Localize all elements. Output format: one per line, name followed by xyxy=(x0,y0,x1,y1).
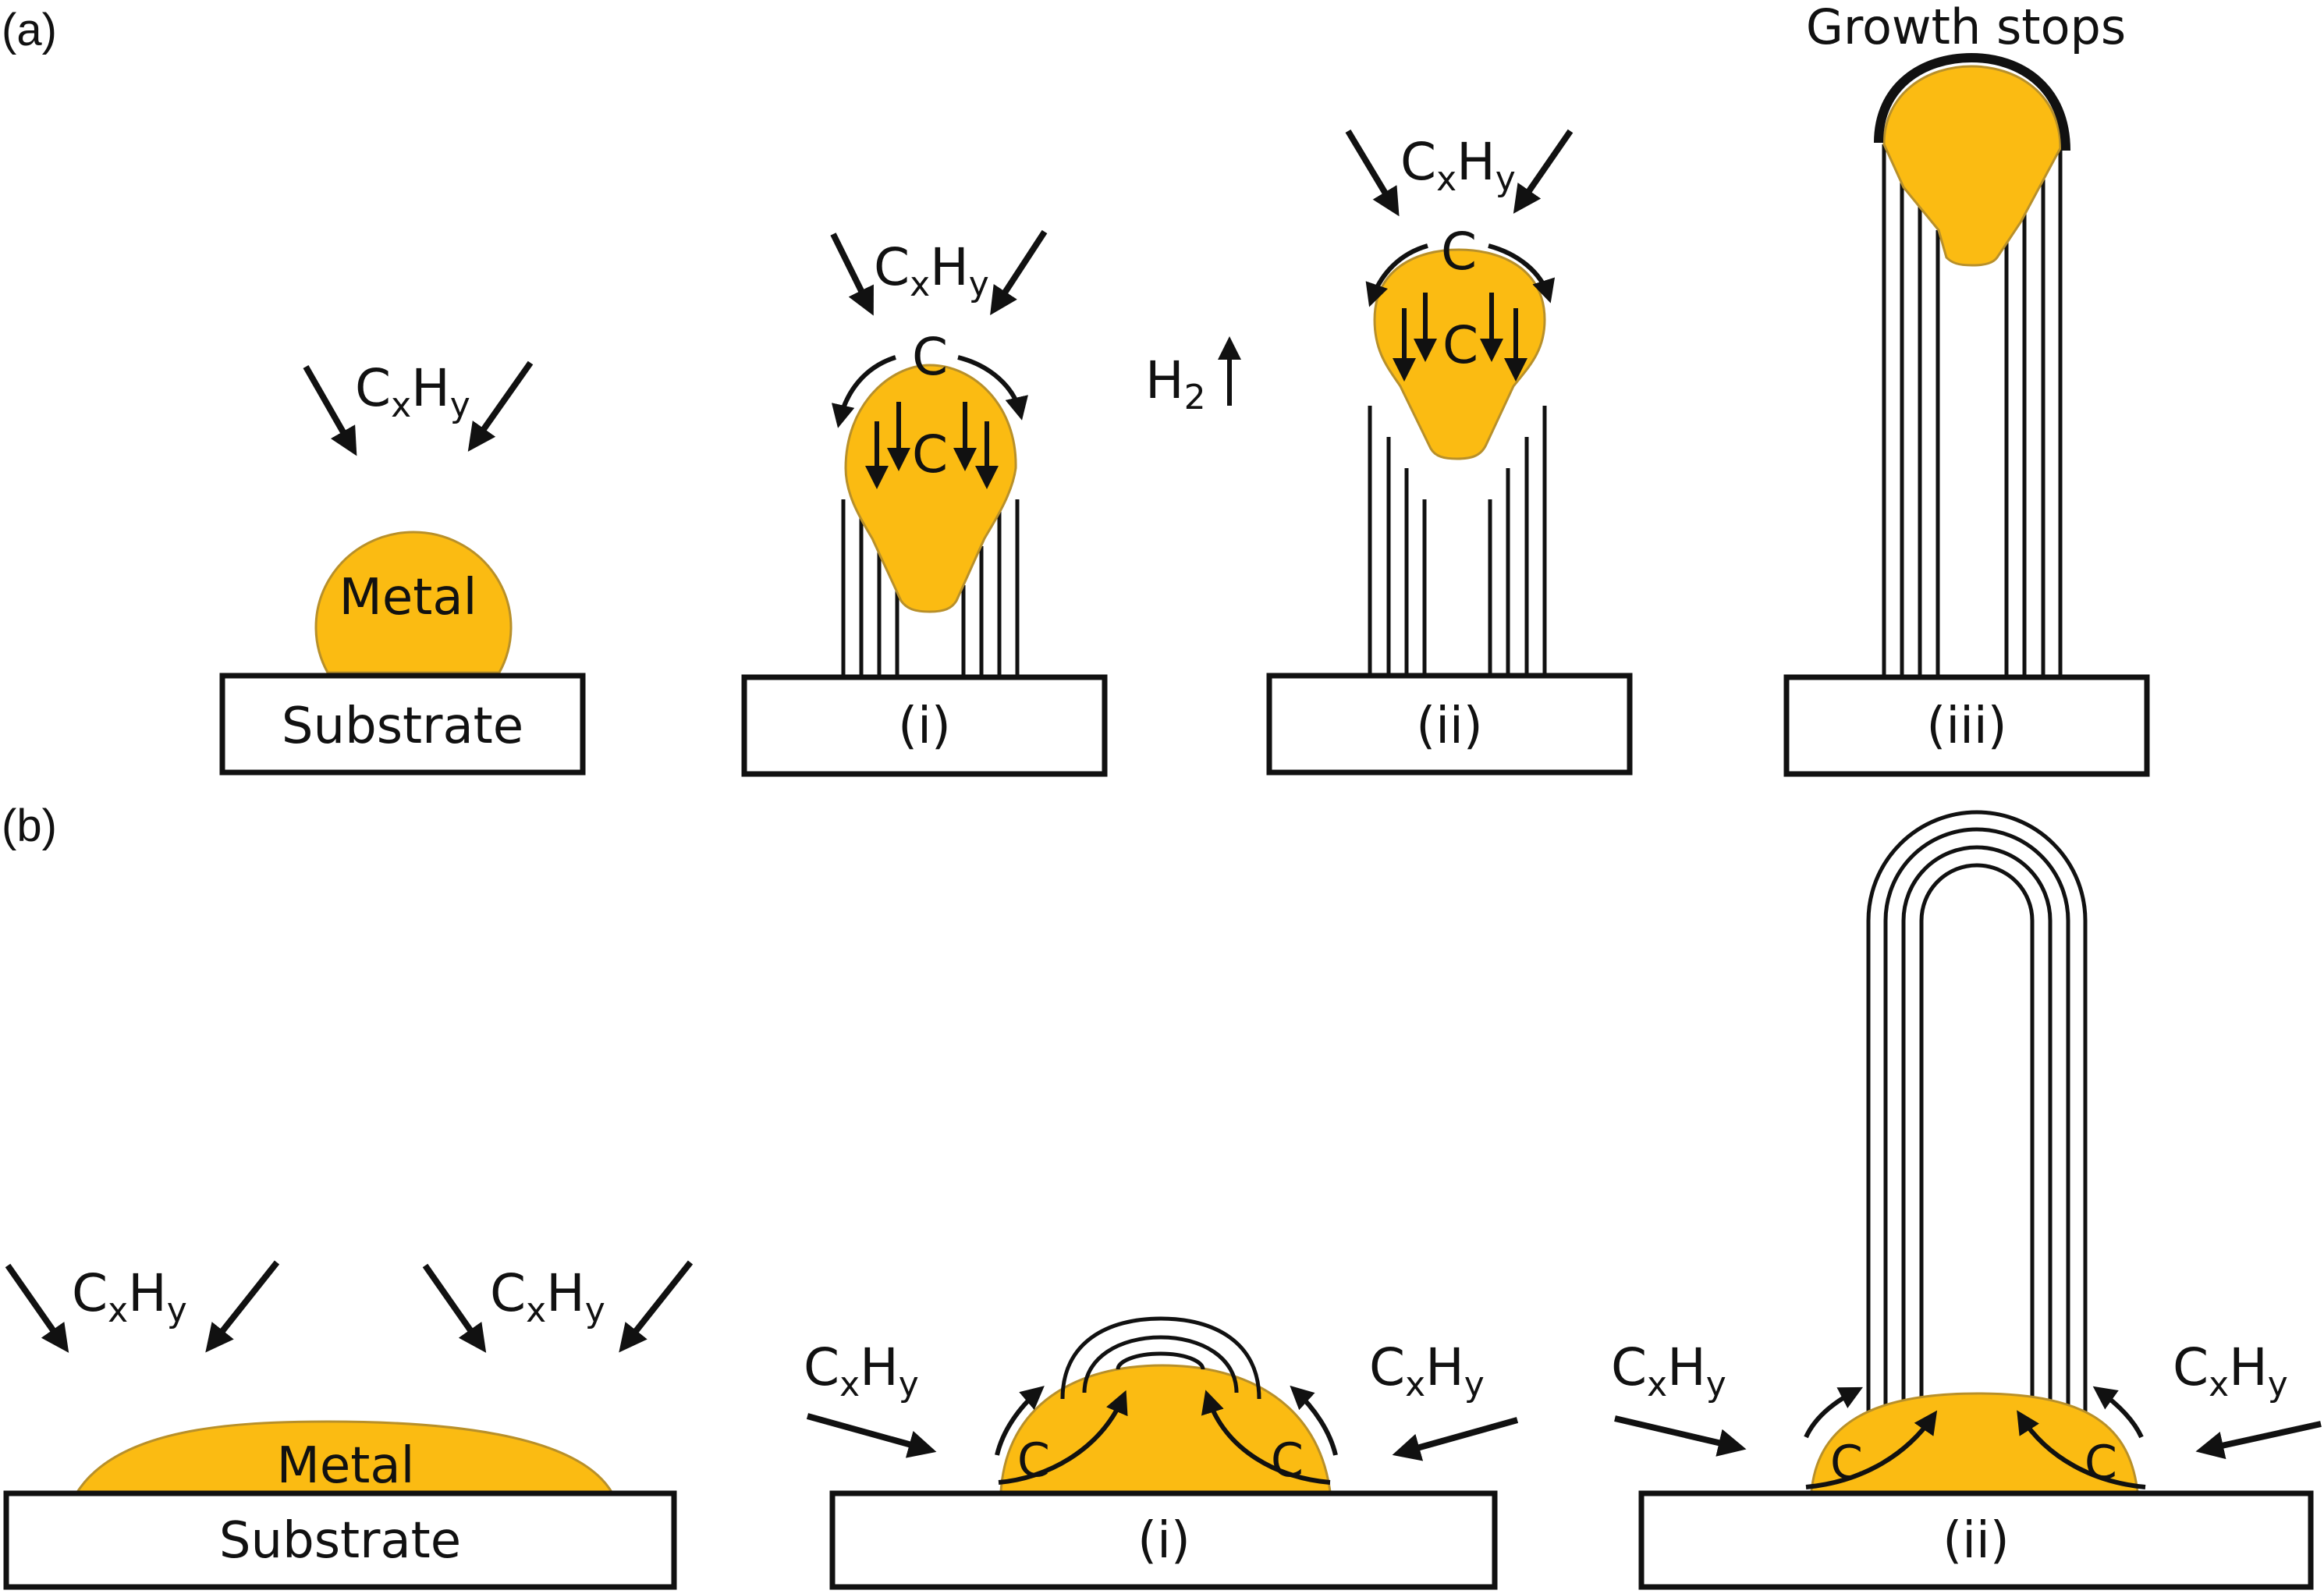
carbon-encapsulation-layer xyxy=(1874,52,2070,151)
carbon-path-right-icon xyxy=(1201,1390,1331,1485)
formula-cxhy-left: CxHy xyxy=(1611,1337,1726,1404)
arrow-in-left-icon xyxy=(806,1413,937,1458)
arrow-in-right-icon xyxy=(1513,129,1574,214)
arrow-in-right-icon xyxy=(467,360,534,452)
formula-cxhy-left: CxHy xyxy=(804,1337,919,1404)
formula-cxhy-right: CxHy xyxy=(2173,1337,2288,1404)
metal-particle xyxy=(1373,248,1546,460)
stage-a-initial: CxHy Metal Substrate xyxy=(219,358,586,776)
formula-cxhy: CxHy xyxy=(355,358,470,425)
arrow-in-left-icon xyxy=(1614,1415,1747,1457)
surface-path-right-icon xyxy=(2092,1386,2144,1439)
arrow-in-left-icon xyxy=(830,233,874,316)
bulk-carbon-label: C xyxy=(1442,315,1478,375)
h2-label: H2 xyxy=(1145,350,1206,417)
arrow-in-left-icon xyxy=(303,365,357,456)
nanotube-cap xyxy=(1060,1316,1261,1400)
surface-diffusion-right-icon xyxy=(1488,243,1556,304)
stage-b-initial: CxHy CxHy Metal Substrate xyxy=(3,1260,694,1590)
formula-cxhy-right: CxHy xyxy=(1369,1337,1485,1404)
substrate-label: (ii) xyxy=(1943,1512,2010,1570)
surface-diffusion-left-icon xyxy=(1365,243,1428,307)
metal-particle xyxy=(1882,65,2062,267)
substrate xyxy=(3,1490,677,1590)
arrow-in-right-icon xyxy=(205,1260,280,1353)
substrate xyxy=(219,673,586,776)
formula-cxhy: CxHy xyxy=(1400,132,1516,199)
h2-release: H2 xyxy=(1145,336,1241,417)
arrow-in-left-icon xyxy=(422,1263,487,1353)
substrate xyxy=(829,1490,1498,1590)
substrate xyxy=(1638,1490,2314,1590)
surface-diffusion-left-icon xyxy=(831,355,896,428)
metal-particle xyxy=(1810,1392,2139,1493)
carbon-left-label: C xyxy=(1017,1433,1050,1488)
surface-path-right-icon xyxy=(1290,1385,1338,1456)
nanotube-walls xyxy=(1866,810,2088,1412)
nanotube-walls xyxy=(1882,144,2063,677)
arrow-in-left-icon xyxy=(1345,129,1400,217)
carbon-path-left-icon xyxy=(1805,1410,1938,1489)
metal-label: Metal xyxy=(277,1437,415,1495)
panel-a-label: (a) xyxy=(2,5,57,55)
arrow-in-right-icon xyxy=(2195,1421,2322,1460)
substrate-label: (iii) xyxy=(1926,698,2006,755)
substrate-label: (i) xyxy=(898,698,951,755)
substrate xyxy=(741,674,1108,777)
metal-particle xyxy=(314,531,513,674)
nanotube-walls xyxy=(1368,406,1547,676)
carbon-right-label: C xyxy=(1271,1433,1304,1488)
panel-b-label: (b) xyxy=(2,801,57,851)
surface-carbon-label: C xyxy=(912,327,948,387)
metal-particle xyxy=(844,364,1017,613)
arrow-in-left-icon xyxy=(5,1263,69,1353)
stage-a-i: CxHy C C (i) xyxy=(741,229,1108,777)
metal-label: Metal xyxy=(339,569,477,627)
surface-path-left-icon xyxy=(1804,1386,1864,1439)
stage-b-i: CxHy CxHy C C (i) xyxy=(804,1316,1519,1590)
arrow-in-right-icon xyxy=(1392,1417,1519,1461)
substrate-label: Substrate xyxy=(219,1512,461,1570)
metal-film xyxy=(74,1420,615,1495)
bulk-diffusion-arrows xyxy=(1393,293,1527,382)
bulk-carbon-label: C xyxy=(912,424,948,485)
carbon-left-label: C xyxy=(1830,1436,1863,1490)
surface-carbon-label: C xyxy=(1441,222,1477,282)
formula-cxhy-left: CxHy xyxy=(72,1263,187,1330)
formula-cxhy: CxHy xyxy=(874,237,989,304)
surface-diffusion-right-icon xyxy=(957,355,1028,421)
growth-stops-caption: Growth stops xyxy=(1806,0,2126,55)
substrate-label: (ii) xyxy=(1416,698,1483,755)
bulk-diffusion-arrows xyxy=(865,402,999,489)
stage-a-iii: Growth stops (iii) xyxy=(1783,0,2150,777)
arrow-in-right-icon xyxy=(990,229,1048,316)
substrate xyxy=(1783,674,2150,777)
stage-a-ii: CxHy C C (ii) xyxy=(1266,129,1633,776)
carbon-path-left-icon xyxy=(998,1390,1128,1485)
substrate xyxy=(1266,673,1633,776)
carbon-path-right-icon xyxy=(2017,1410,2146,1489)
formula-cxhy-right: CxHy xyxy=(490,1263,605,1330)
substrate-label: Substrate xyxy=(282,698,523,755)
stage-b-ii: CxHy CxHy C C (ii) xyxy=(1611,810,2322,1590)
substrate-label: (i) xyxy=(1137,1512,1190,1570)
arrow-in-right-icon xyxy=(619,1260,694,1353)
surface-path-left-icon xyxy=(995,1386,1045,1456)
nanotube-walls xyxy=(841,499,1020,677)
metal-particle xyxy=(999,1364,1332,1493)
carbon-right-label: C xyxy=(2085,1436,2117,1490)
gas-arrows xyxy=(303,360,534,456)
